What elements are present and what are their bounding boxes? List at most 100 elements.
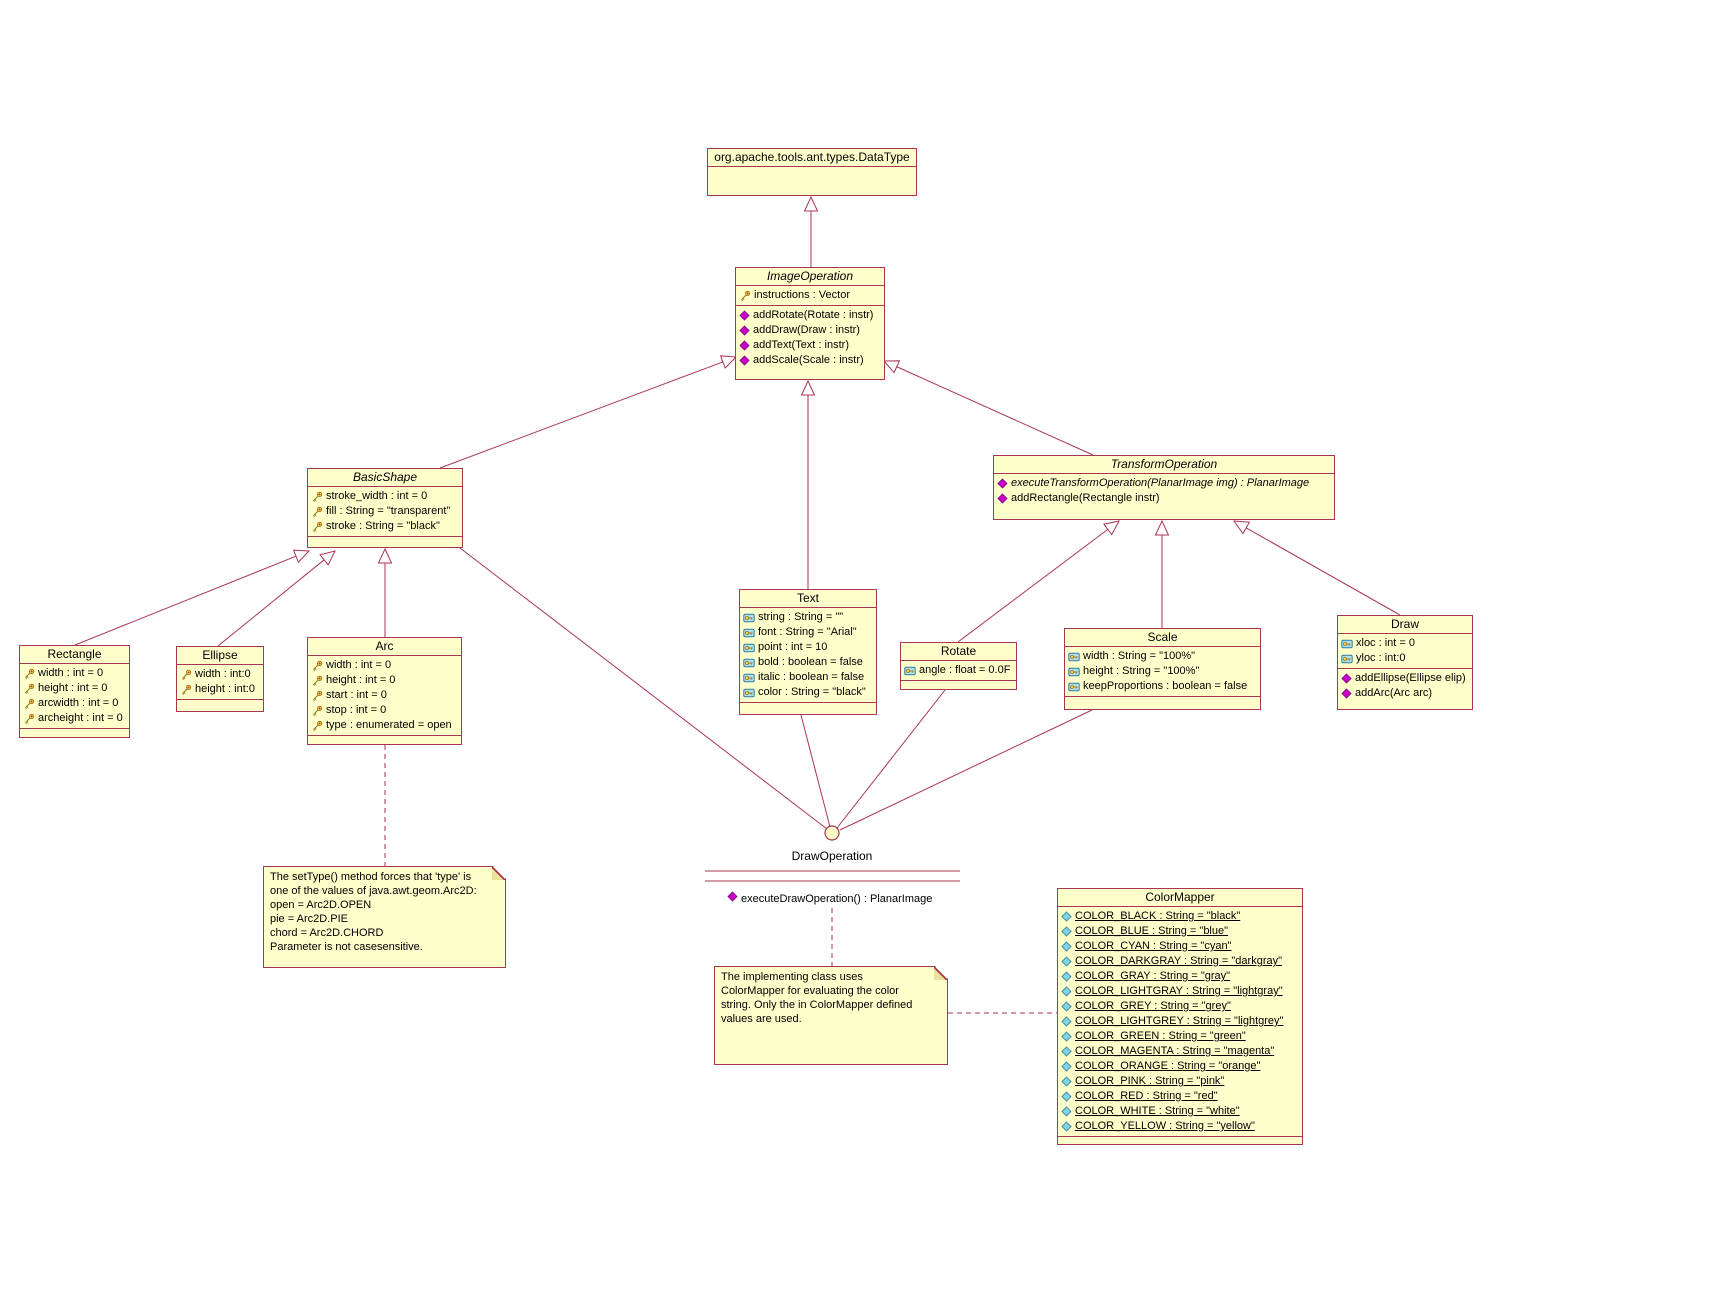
attribute-text: italic : boolean = false [758, 671, 865, 683]
attribute-row: type : enumerated = open [308, 718, 461, 733]
attribute-row: start : int = 0 [308, 688, 461, 703]
attribute-compartment: angle : float = 0.0F [901, 660, 1016, 680]
generalization-edge [217, 559, 325, 647]
generalization-arrowhead [1103, 520, 1120, 536]
attribute-text: COLOR_MAGENTA : String = "magenta" [1075, 1045, 1275, 1057]
generalization-arrowhead [800, 379, 816, 396]
key-attribute-icon [23, 698, 35, 710]
method-row: addScale(Scale : instr) [736, 353, 884, 368]
realization-edge [839, 709, 1093, 831]
attribute-row: COLOR_GREEN : String = "green" [1058, 1029, 1302, 1044]
method-diamond-icon [727, 891, 738, 907]
attribute-row: COLOR_BLACK : String = "black" [1058, 909, 1302, 924]
interface-drawoperation-label: DrawOperation [791, 849, 873, 863]
note-arc-type-text: The setType() method forces that 'type' … [270, 871, 477, 953]
static-attribute-icon [1061, 1076, 1072, 1087]
attribute-row: COLOR_RED : String = "red" [1058, 1089, 1302, 1104]
attribute-text: COLOR_LIGHTGRAY : String = "lightgray" [1075, 985, 1283, 997]
attribute-row: COLOR_WHITE : String = "white" [1058, 1104, 1302, 1119]
attribute-text: stop : int = 0 [326, 704, 387, 716]
key-attribute-icon [311, 705, 323, 717]
note-colormapper[interactable]: The implementing class uses ColorMapper … [714, 966, 948, 1065]
class-scale[interactable]: Scale width : String = "100%"height : Str… [1064, 628, 1261, 710]
method-text: executeTransformOperation(PlanarImage im… [1011, 477, 1310, 489]
realization-edge [800, 714, 831, 828]
generalization-arrowhead [882, 360, 901, 374]
attribute-text: COLOR_PINK : String = "pink" [1075, 1075, 1225, 1087]
attribute-text: COLOR_CYAN : String = "cyan" [1075, 940, 1232, 952]
method-compartment: executeTransformOperation(PlanarImage im… [994, 473, 1334, 508]
generalization-arrowhead [1232, 520, 1251, 535]
note-arc-type[interactable]: The setType() method forces that 'type' … [263, 866, 506, 968]
attribute-row: height : int = 0 [308, 673, 461, 688]
key-attribute-icon [739, 290, 751, 302]
method-diamond-icon [739, 325, 750, 336]
attribute-row: italic : boolean = false [740, 670, 876, 685]
class-title-basicshape: BasicShape [352, 470, 418, 484]
attribute-text: string : String = "" [758, 611, 844, 623]
attribute-text: bold : boolean = false [758, 656, 863, 668]
attribute-row: instructions : Vector [736, 288, 884, 303]
method-text: addText(Text : instr) [753, 339, 849, 351]
attribute-icon [743, 657, 755, 669]
attribute-text: color : String = "black" [758, 686, 866, 698]
generalization-edge [74, 555, 297, 646]
note-colormapper-text: The implementing class uses ColorMapper … [721, 971, 913, 1025]
class-datatype[interactable]: org.apache.tools.ant.types.DataType [707, 148, 917, 196]
generalization-arrowhead [319, 550, 336, 566]
generalization-edge [439, 361, 724, 469]
attribute-text: COLOR_YELLOW : String = "yellow" [1075, 1120, 1255, 1132]
empty-compartment [1065, 696, 1260, 709]
attribute-text: height : int = 0 [38, 682, 108, 694]
generalization-edge [957, 529, 1109, 643]
interface-drawoperation-method: executeDrawOperation() : PlanarImage [727, 891, 932, 907]
attribute-compartment: string : String = ""font : String = "Ari… [740, 607, 876, 702]
static-attribute-icon [1061, 971, 1072, 982]
attribute-row: COLOR_YELLOW : String = "yellow" [1058, 1119, 1302, 1134]
attribute-row: width : String = "100%" [1065, 649, 1260, 664]
attribute-text: COLOR_GREEN : String = "green" [1075, 1030, 1246, 1042]
attribute-compartment: instructions : Vector [736, 285, 884, 305]
attribute-text: COLOR_GREY : String = "grey" [1075, 1000, 1231, 1012]
attribute-icon [743, 627, 755, 639]
empty-compartment [308, 536, 462, 547]
interface-lollipop-circle[interactable] [824, 825, 840, 841]
static-attribute-icon [1061, 941, 1072, 952]
attribute-row: xloc : int = 0 [1338, 636, 1472, 651]
method-row: addText(Text : instr) [736, 338, 884, 353]
attribute-row: yloc : int:0 [1338, 651, 1472, 666]
generalization-edge [896, 366, 1094, 456]
static-attribute-icon [1061, 1061, 1072, 1072]
attribute-row: COLOR_BLUE : String = "blue" [1058, 924, 1302, 939]
attribute-row: width : int = 0 [20, 666, 129, 681]
static-attribute-icon [1061, 1031, 1072, 1042]
attribute-compartment: width : String = "100%"height : String =… [1065, 646, 1260, 696]
empty-compartment [740, 702, 876, 714]
attribute-row: string : String = "" [740, 610, 876, 625]
method-diamond-icon [997, 478, 1008, 489]
method-text: addArc(Arc arc) [1355, 687, 1433, 699]
method-row: addEllipse(Ellipse elip) [1338, 671, 1472, 686]
realization-edge [836, 689, 946, 829]
realization-edge [459, 547, 828, 830]
attribute-icon [743, 687, 755, 699]
method-compartment: addRotate(Rotate : instr)addDraw(Draw : … [736, 305, 884, 370]
attribute-text: width : int:0 [195, 668, 251, 680]
attribute-row: height : int:0 [177, 682, 263, 697]
class-title-scale: Scale [1147, 630, 1178, 644]
attribute-row: COLOR_GREY : String = "grey" [1058, 999, 1302, 1014]
attribute-row: color : String = "black" [740, 685, 876, 700]
